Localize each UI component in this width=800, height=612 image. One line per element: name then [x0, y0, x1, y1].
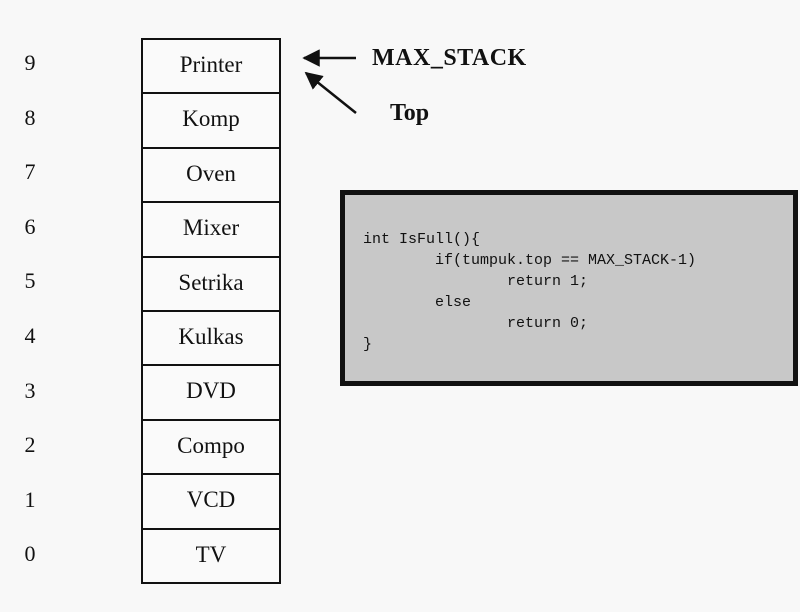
index-2: 2	[24, 432, 36, 458]
stack-cell-1: VCD	[143, 475, 279, 530]
code-box: int IsFull(){ if(tumpuk.top == MAX_STACK…	[340, 190, 798, 386]
stack-cell-4: Kulkas	[143, 312, 279, 367]
stack-cell-9: Printer	[143, 40, 279, 95]
index-7: 7	[24, 159, 36, 185]
index-0: 0	[24, 541, 36, 567]
top-arrow	[304, 71, 357, 114]
stack-array: Printer Komp Oven Mixer Setrika Kulkas D…	[141, 38, 281, 584]
index-6: 6	[24, 213, 36, 239]
code-line: return 0;	[363, 315, 589, 332]
stack-cell-3: DVD	[143, 366, 279, 421]
code-line: }	[363, 336, 373, 353]
code-block: int IsFull(){ if(tumpuk.top == MAX_STACK…	[345, 195, 793, 355]
code-line: if(tumpuk.top == MAX_STACK-1)	[363, 252, 697, 269]
index-1: 1	[24, 486, 36, 512]
index-4: 4	[24, 322, 36, 348]
code-line: return 1;	[363, 273, 589, 290]
code-line: int IsFull(){	[363, 231, 481, 248]
stack-cell-2: Compo	[143, 421, 279, 476]
index-column: 9 8 7 6 5 4 3 2 1 0	[10, 36, 50, 582]
code-line: else	[363, 294, 472, 311]
index-3: 3	[24, 377, 36, 403]
index-5: 5	[24, 268, 36, 294]
index-8: 8	[24, 104, 36, 130]
index-9: 9	[24, 50, 36, 75]
stack-cell-5: Setrika	[143, 258, 279, 312]
stack-cell-6: Mixer	[143, 203, 279, 258]
stack-cell-0: TV	[195, 541, 227, 567]
stack-cell-7: Oven	[143, 149, 279, 204]
max-stack-label: MAX_STACK	[372, 45, 527, 71]
stack-cell-8: Komp	[143, 94, 279, 149]
top-label: Top	[390, 100, 430, 126]
